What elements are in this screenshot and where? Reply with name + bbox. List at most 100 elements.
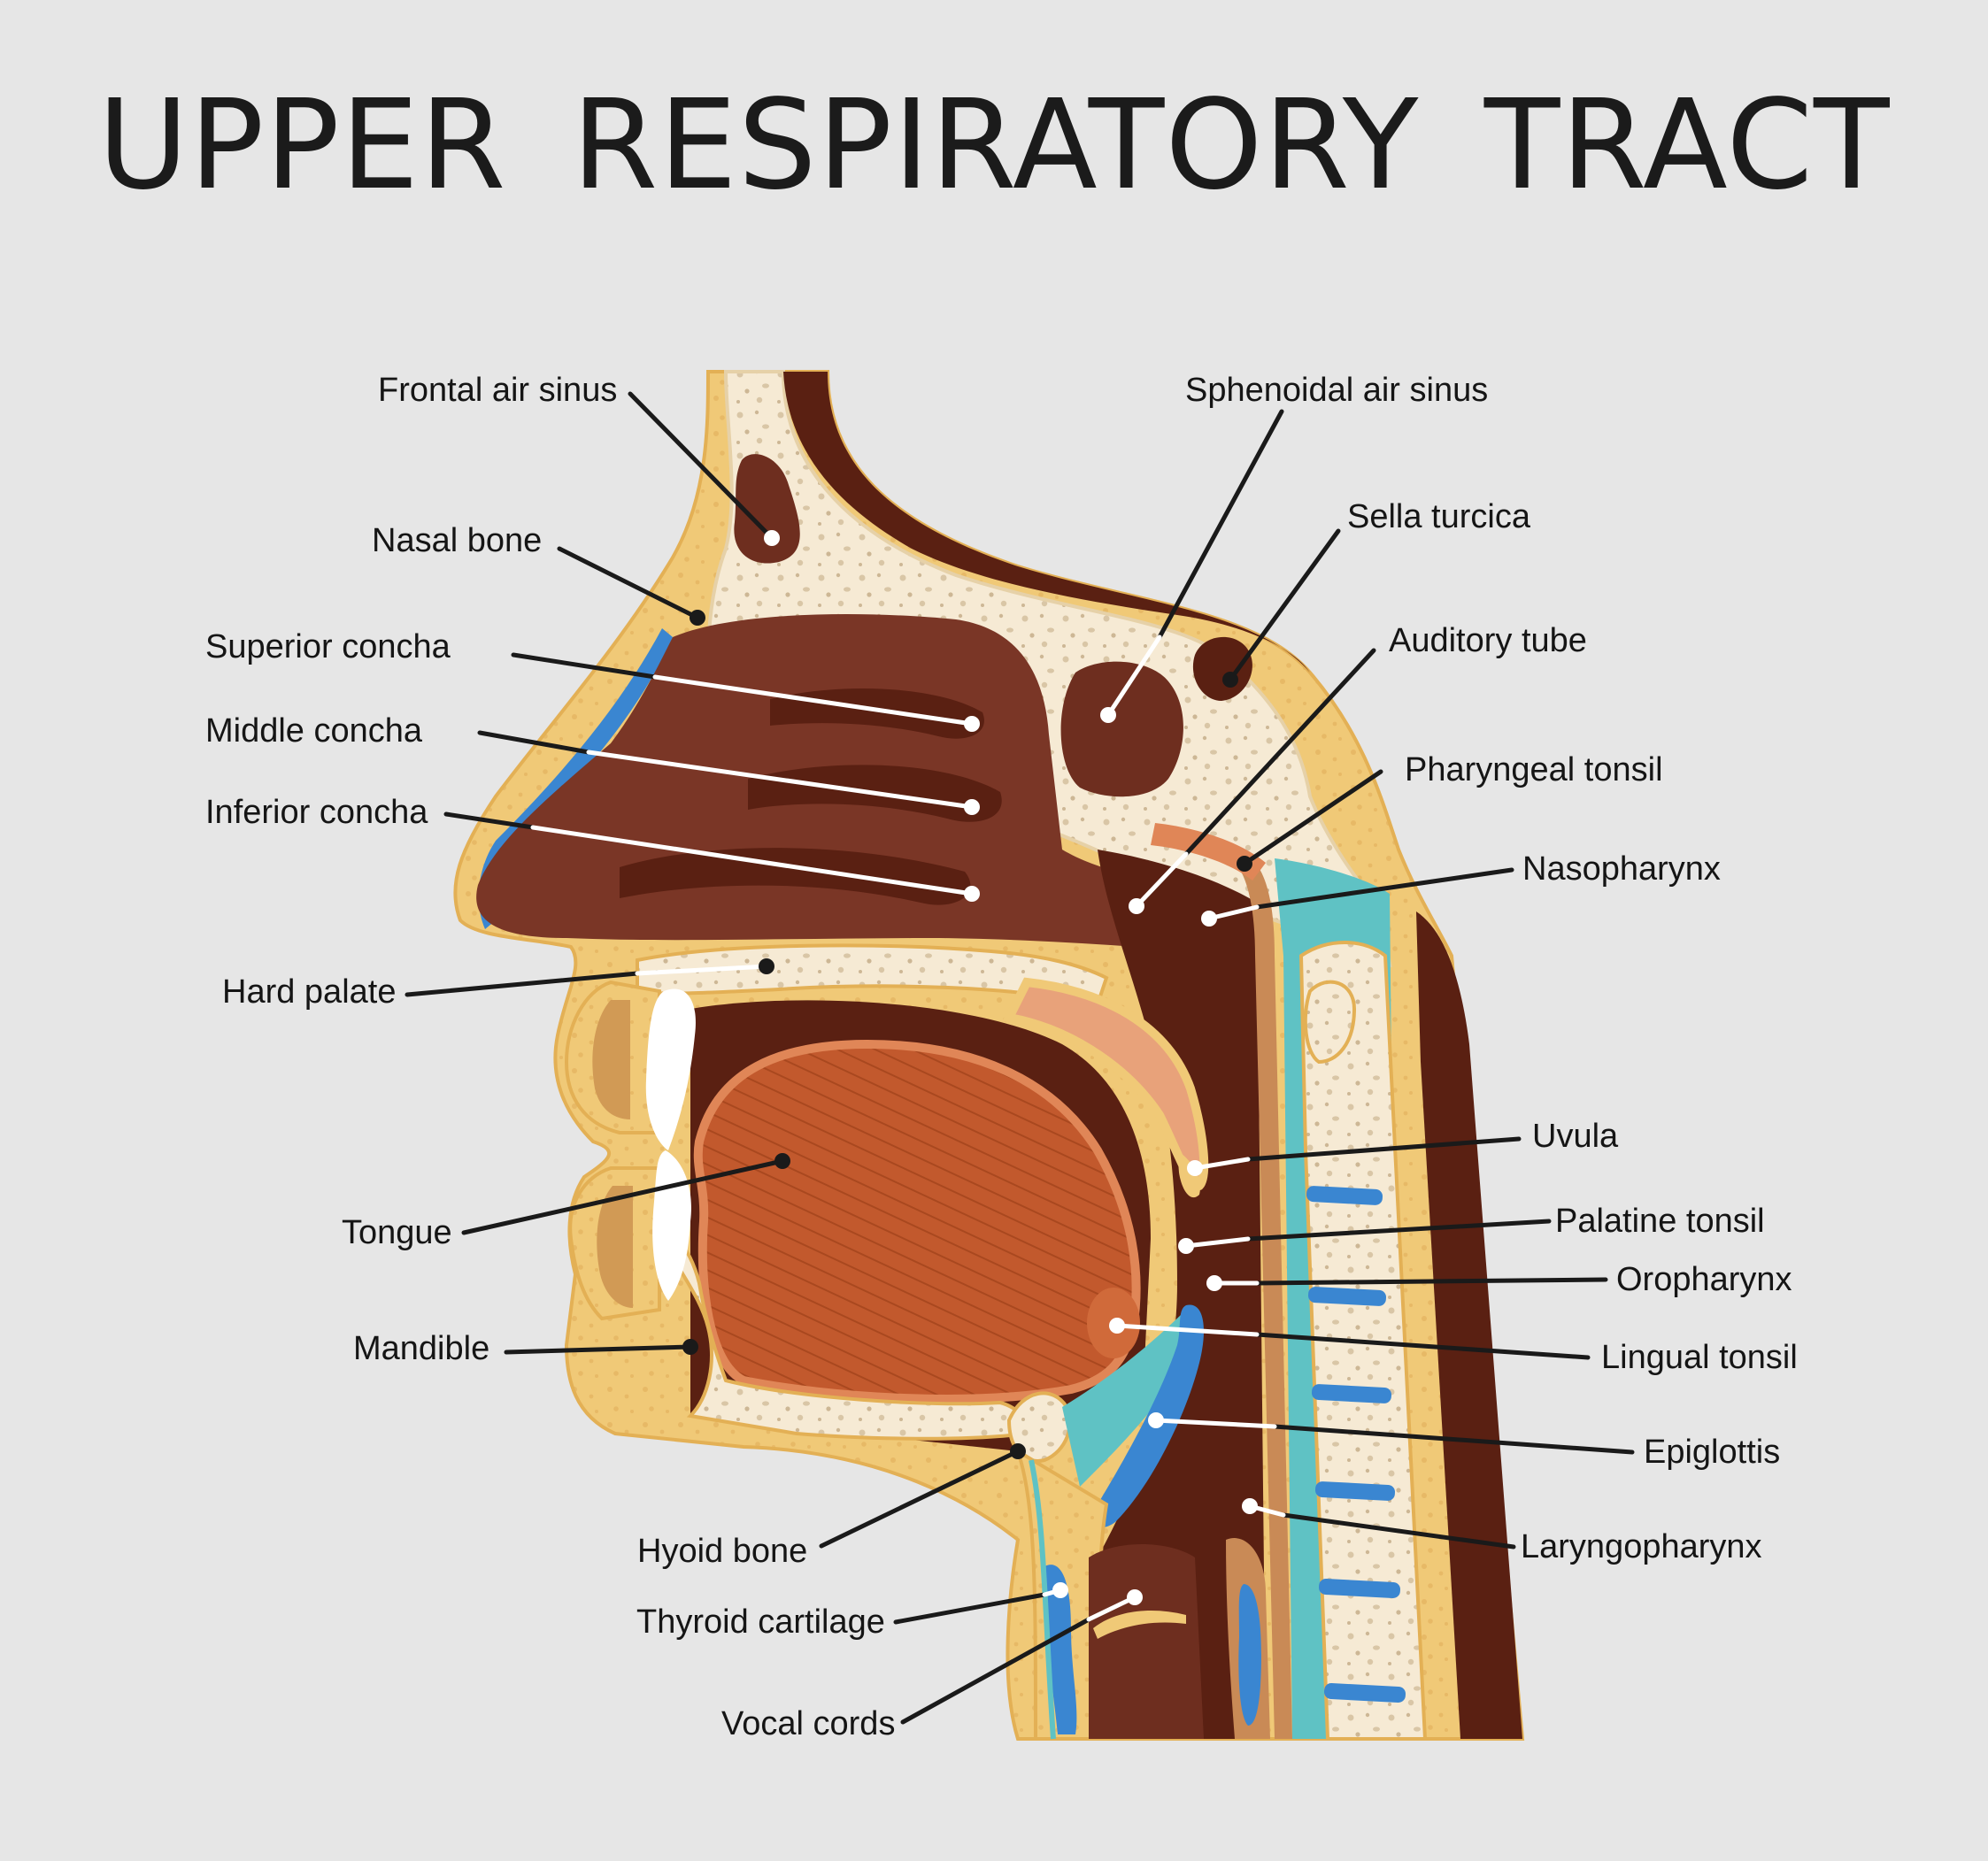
- label-tongue: Tongue: [342, 1214, 452, 1251]
- dot-middle-concha: [964, 799, 980, 815]
- label-uvula: Uvula: [1532, 1118, 1619, 1155]
- label-nasal-bone: Nasal bone: [372, 522, 542, 559]
- label-sella-turcica: Sella turcica: [1347, 498, 1531, 535]
- dot-inferior-concha: [964, 886, 980, 902]
- leader-epiglottis-dark: [1272, 1424, 1635, 1455]
- label-oropharynx: Oropharynx: [1616, 1261, 1792, 1298]
- leader-sphenoidal-air-sinus-dark: [1157, 409, 1284, 640]
- leader-palatine-tonsil-dark: [1245, 1219, 1552, 1242]
- inferior-concha-shape: [620, 848, 971, 905]
- leader-auditory-tube-dark: [1183, 648, 1376, 857]
- vocal-fold: [1093, 1611, 1186, 1639]
- leader-pharyngeal-tonsil: [1242, 769, 1383, 866]
- label-hard-palate: Hard palate: [222, 973, 396, 1011]
- cranial-cavity: [783, 372, 1310, 673]
- vertebral-canal: [1416, 911, 1522, 1739]
- label-inferior-concha: Inferior concha: [205, 794, 428, 831]
- hyoepiglottic-ligament: [1062, 1310, 1195, 1487]
- intervertebral-discs: [1306, 1186, 1406, 1703]
- label-nasopharynx: Nasopharynx: [1522, 850, 1721, 888]
- uvula-shape: [1177, 1150, 1200, 1198]
- leader-oropharynx-dark: [1254, 1277, 1608, 1286]
- page-title: UPPER RESPIRATORY TRACT: [97, 73, 1891, 218]
- dot-uvula: [1187, 1160, 1203, 1176]
- leader-nasopharynx-dark: [1254, 867, 1514, 910]
- esophagus-blue: [1238, 1584, 1261, 1726]
- label-middle-concha: Middle concha: [205, 712, 423, 750]
- dot-epiglottis: [1148, 1412, 1164, 1428]
- leader-superior-concha: [652, 674, 975, 727]
- leader-middle-concha: [586, 750, 975, 810]
- epiglottis-shape: [1093, 1304, 1204, 1528]
- leader-palatine-tonsil: [1183, 1236, 1251, 1249]
- label-frontal-air-sinus: Frontal air sinus: [378, 372, 617, 409]
- label-thyroid-cartilage: Thyroid cartilage: [636, 1603, 885, 1641]
- leader-superior-concha-dark: [511, 652, 658, 680]
- upper-lip-inner: [592, 1000, 630, 1119]
- dot-palatine-tonsil: [1178, 1238, 1194, 1254]
- leader-inferior-concha-dark: [443, 811, 536, 830]
- label-mandible: Mandible: [353, 1330, 489, 1367]
- label-lingual-tonsil: Lingual tonsil: [1601, 1339, 1798, 1376]
- dot-nasal-bone: [690, 610, 705, 626]
- dot-sphenoidal-air-sinus: [1100, 707, 1116, 723]
- pharynx-airway: [1089, 850, 1266, 1739]
- dot-thyroid-cartilage: [1052, 1582, 1068, 1598]
- leader-thyroid-cartilage-dark: [893, 1592, 1047, 1625]
- dot-pharyngeal-tonsil: [1237, 856, 1252, 872]
- leader-hyoid-bone: [819, 1449, 1021, 1549]
- larynx-lumen: [1089, 1544, 1204, 1739]
- leader-tongue: [461, 1158, 785, 1235]
- leader-middle-concha-dark: [477, 730, 591, 755]
- dot-frontal-air-sinus: [764, 530, 780, 546]
- frontal-sinus-cavity: [734, 454, 800, 564]
- label-auditory-tube: Auditory tube: [1389, 622, 1587, 659]
- label-vocal-cords: Vocal cords: [721, 1705, 895, 1742]
- leader-uvula: [1192, 1157, 1251, 1171]
- dot-lingual-tonsil: [1109, 1318, 1125, 1334]
- leader-nasal-bone: [557, 546, 700, 620]
- leader-hard-palate: [635, 964, 769, 976]
- label-epiglottis: Epiglottis: [1644, 1434, 1780, 1471]
- leader-mandible: [504, 1344, 693, 1355]
- leader-uvula-dark: [1245, 1136, 1522, 1162]
- leader-sella-turcica: [1228, 528, 1341, 682]
- leader-sphenoidal-air-sinus: [1106, 634, 1162, 718]
- dot-superior-concha: [964, 716, 980, 732]
- leader-laryngopharynx-dark: [1281, 1512, 1516, 1550]
- dot-laryngopharynx: [1242, 1498, 1258, 1514]
- leader-epiglottis: [1153, 1418, 1277, 1429]
- label-pharyngeal-tonsil: Pharyngeal tonsil: [1405, 751, 1663, 788]
- label-hyoid-bone: Hyoid bone: [637, 1533, 807, 1570]
- dot-sella-turcica: [1222, 672, 1238, 688]
- leader-hard-palate-dark: [405, 971, 640, 997]
- leader-vocal-cords: [1086, 1595, 1137, 1622]
- labels: Frontal air sinus Nasal bone Superior co…: [205, 372, 1798, 1742]
- dot-hard-palate: [759, 958, 774, 974]
- dot-mandible: [682, 1339, 698, 1355]
- thyroid-cartilage-shape: [1044, 1565, 1077, 1734]
- leader-frontal-air-sinus: [628, 391, 774, 541]
- posterior-pharyngeal-wall: [1235, 854, 1292, 1739]
- dot-auditory-tube: [1129, 898, 1144, 914]
- lower-lip-inner: [597, 1186, 633, 1308]
- dot-oropharynx: [1206, 1275, 1222, 1291]
- leader-lingual-tonsil: [1114, 1323, 1260, 1337]
- atlas-vertebra: [1303, 980, 1357, 1065]
- leader-nasopharynx: [1206, 904, 1260, 921]
- dot-tongue: [774, 1153, 790, 1169]
- dot-hyoid-bone: [1010, 1443, 1026, 1459]
- leader-lines: [405, 391, 1635, 1725]
- dot-nasopharynx: [1201, 911, 1217, 927]
- leader-vocal-cords-dark: [900, 1617, 1091, 1725]
- label-laryngopharynx: Laryngopharynx: [1521, 1528, 1762, 1565]
- sella-turcica-shape: [1192, 636, 1252, 701]
- leader-lingual-tonsil-dark: [1254, 1332, 1591, 1360]
- dot-vocal-cords: [1127, 1589, 1143, 1605]
- leader-inferior-concha: [530, 825, 975, 896]
- label-palatine-tonsil: Palatine tonsil: [1555, 1203, 1765, 1240]
- cricoid-teal-line: [1029, 1459, 1056, 1740]
- label-sphenoidal-air-sinus: Sphenoidal air sinus: [1185, 372, 1488, 409]
- label-superior-concha: Superior concha: [205, 628, 451, 665]
